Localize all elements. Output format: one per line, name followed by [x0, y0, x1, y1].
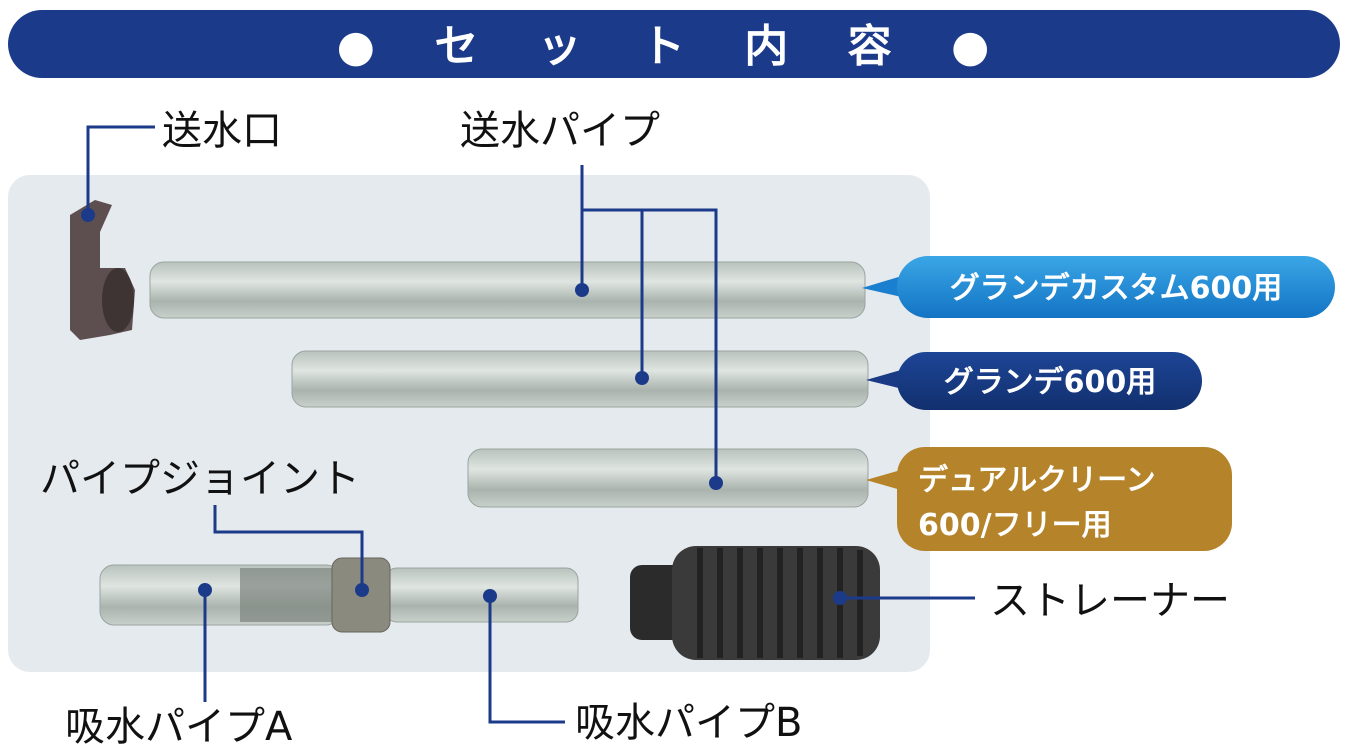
callout-dual-clean-600-free: デュアルクリーン 600/フリー用	[866, 447, 1232, 551]
outlet-part	[70, 200, 135, 340]
label-suction-pipe-a: 吸水パイプA	[65, 704, 293, 750]
leader-dots	[81, 208, 847, 605]
discharge-pipe-medium	[291, 350, 869, 408]
svg-text:600/フリー用: 600/フリー用	[918, 508, 1112, 543]
discharge-pipe-long	[149, 261, 866, 319]
label-suction-pipe-b: 吸水パイプB	[575, 700, 802, 746]
label-outlet: 送水口	[162, 108, 282, 154]
header-title: ● セ ッ ト 内 容 ●	[337, 21, 1012, 72]
leader-lines	[86, 125, 975, 724]
discharge-pipe-short	[467, 448, 869, 508]
svg-text:グランデ600用: グランデ600用	[944, 365, 1157, 400]
callout-grande-custom-600: グランデカスタム600用	[862, 256, 1335, 318]
label-discharge-pipe: 送水パイプ	[460, 108, 660, 154]
header-banner: ● セ ッ ト 内 容 ●	[8, 10, 1340, 78]
callout-grande-600: グランデ600用	[866, 352, 1202, 410]
label-pipe-joint: パイプジョイント	[40, 456, 360, 502]
suction-pipe-b	[384, 567, 579, 623]
pipe-overlap	[240, 568, 340, 622]
label-strainer: ストレーナー	[990, 578, 1230, 624]
svg-text:デュアルクリーン: デュアルクリーン	[918, 463, 1156, 498]
svg-text:グランデカスタム600用: グランデカスタム600用	[950, 271, 1283, 306]
strainer-part	[630, 546, 880, 660]
